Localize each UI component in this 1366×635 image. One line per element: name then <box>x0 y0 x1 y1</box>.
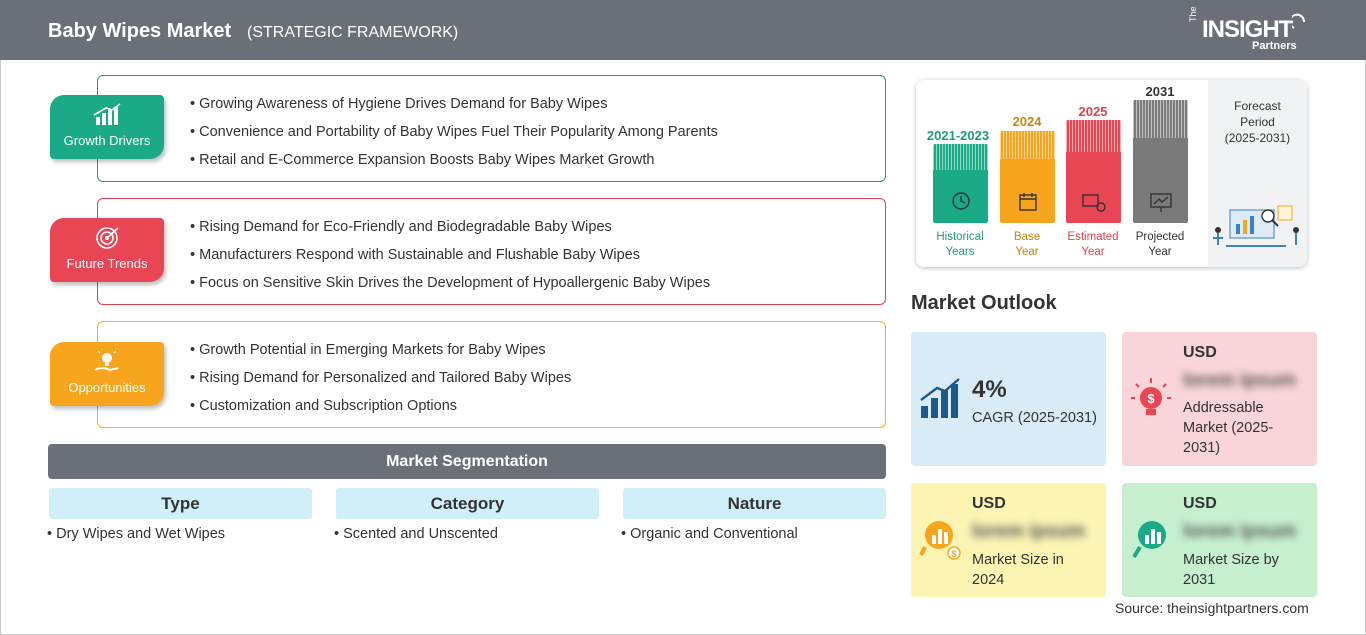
opportunities-badge: Opportunities <box>50 342 164 406</box>
segment-category-item: • Scented and Unscented <box>334 526 498 542</box>
size2024-value: lorem ipsum <box>972 521 1085 542</box>
history-icon <box>952 192 970 210</box>
list-item: Manufacturers Respond with Sustainable a… <box>190 245 710 273</box>
size2031-usd: USD <box>1183 495 1217 512</box>
growth-drivers-list: Growing Awareness of Hygiene Drives Dema… <box>190 94 718 178</box>
lightbulb-dollar-icon: $ <box>1131 378 1171 415</box>
svg-text:$: $ <box>951 549 956 559</box>
magnifier-chart-icon: $ <box>919 521 961 560</box>
opportunities-label: Opportunities <box>68 380 146 395</box>
header-bar: Baby Wipes Market (STRATEGIC FRAMEWORK) … <box>0 0 1366 60</box>
svg-text:$: $ <box>1147 391 1155 406</box>
target-icon <box>96 227 119 249</box>
segment-type-head: Type <box>49 488 312 519</box>
list-item: Rising Demand for Personalized and Tailo… <box>190 368 571 396</box>
lightbulb-hand-icon <box>94 350 119 372</box>
bar-historical <box>933 144 988 223</box>
segment-nature-item: • Organic and Conventional <box>621 526 798 542</box>
year-estimated: 2025 <box>1078 104 1108 119</box>
segment-category-head: Category <box>336 488 599 519</box>
insight-partners-logo[interactable]: The INSIGHT Partners <box>1188 6 1308 54</box>
market-outlook-title: Market Outlook <box>911 292 1057 314</box>
opportunities-card: Growth Potential in Emerging Markets for… <box>97 321 886 428</box>
list-item: Customization and Subscription Options <box>190 396 571 424</box>
presentation-icon <box>1150 193 1172 212</box>
growth-chart-icon <box>93 103 121 125</box>
list-item: Rising Demand for Eco-Friendly and Biode… <box>190 217 710 245</box>
rising-bars-icon <box>920 378 960 418</box>
year-historical: 2021-2023 <box>926 128 990 143</box>
cagr-label: CAGR (2025-2031) <box>972 410 1097 426</box>
list-item: Growing Awareness of Hygiene Drives Dema… <box>190 94 718 122</box>
future-trends-card: Rising Demand for Eco-Friendly and Biode… <box>97 198 886 305</box>
future-trends-label: Future Trends <box>66 256 148 271</box>
bar-projected <box>1133 100 1188 223</box>
bar-estimated <box>1066 120 1121 223</box>
future-trends-list: Rising Demand for Eco-Friendly and Biode… <box>190 217 710 301</box>
year-base: 2024 <box>1012 114 1042 129</box>
magnifier-chart-icon <box>1132 521 1166 559</box>
forecast-period-text: Forecast Period (2025-2031) <box>1224 99 1291 145</box>
growth-drivers-badge: Growth Drivers <box>50 95 164 159</box>
list-item: Focus on Sensitive Skin Drives the Devel… <box>190 273 710 301</box>
page-title: Baby Wipes Market <box>48 20 232 42</box>
cagr-value: 4% <box>972 376 1007 403</box>
segment-type-item: • Dry Wipes and Wet Wipes <box>47 526 226 542</box>
addressable-value: lorem ipsum <box>1183 370 1296 391</box>
estimate-icon <box>1082 194 1106 212</box>
list-item: Convenience and Portability of Baby Wipe… <box>190 122 718 150</box>
year-projected: 2031 <box>1145 84 1175 99</box>
analytics-people-icon <box>1213 205 1299 247</box>
logo-arc-icon <box>1292 13 1306 29</box>
cagr-tile: 4% CAGR (2025-2031) <box>911 332 1106 466</box>
size2024-usd: USD <box>972 495 1006 512</box>
segment-nature-head: Nature <box>623 488 886 519</box>
source-credit[interactable]: Source: theinsightpartners.com <box>1115 600 1309 616</box>
page-subtitle: (STRATEGIC FRAMEWORK) <box>247 24 459 41</box>
size2031-value: lorem ipsum <box>1183 521 1296 542</box>
growth-drivers-label: Growth Drivers <box>63 133 151 148</box>
addressable-usd: USD <box>1183 344 1217 361</box>
market-segmentation-header: Market Segmentation <box>48 444 886 479</box>
bar-base <box>1000 131 1055 223</box>
calendar-icon <box>1019 193 1037 211</box>
future-trends-badge: Future Trends <box>50 218 164 282</box>
list-item: Growth Potential in Emerging Markets for… <box>190 340 571 368</box>
growth-drivers-card: Growing Awareness of Hygiene Drives Dema… <box>97 75 886 182</box>
opportunities-list: Growth Potential in Emerging Markets for… <box>190 340 571 424</box>
list-item: Retail and E-Commerce Expansion Boosts B… <box>190 150 718 178</box>
